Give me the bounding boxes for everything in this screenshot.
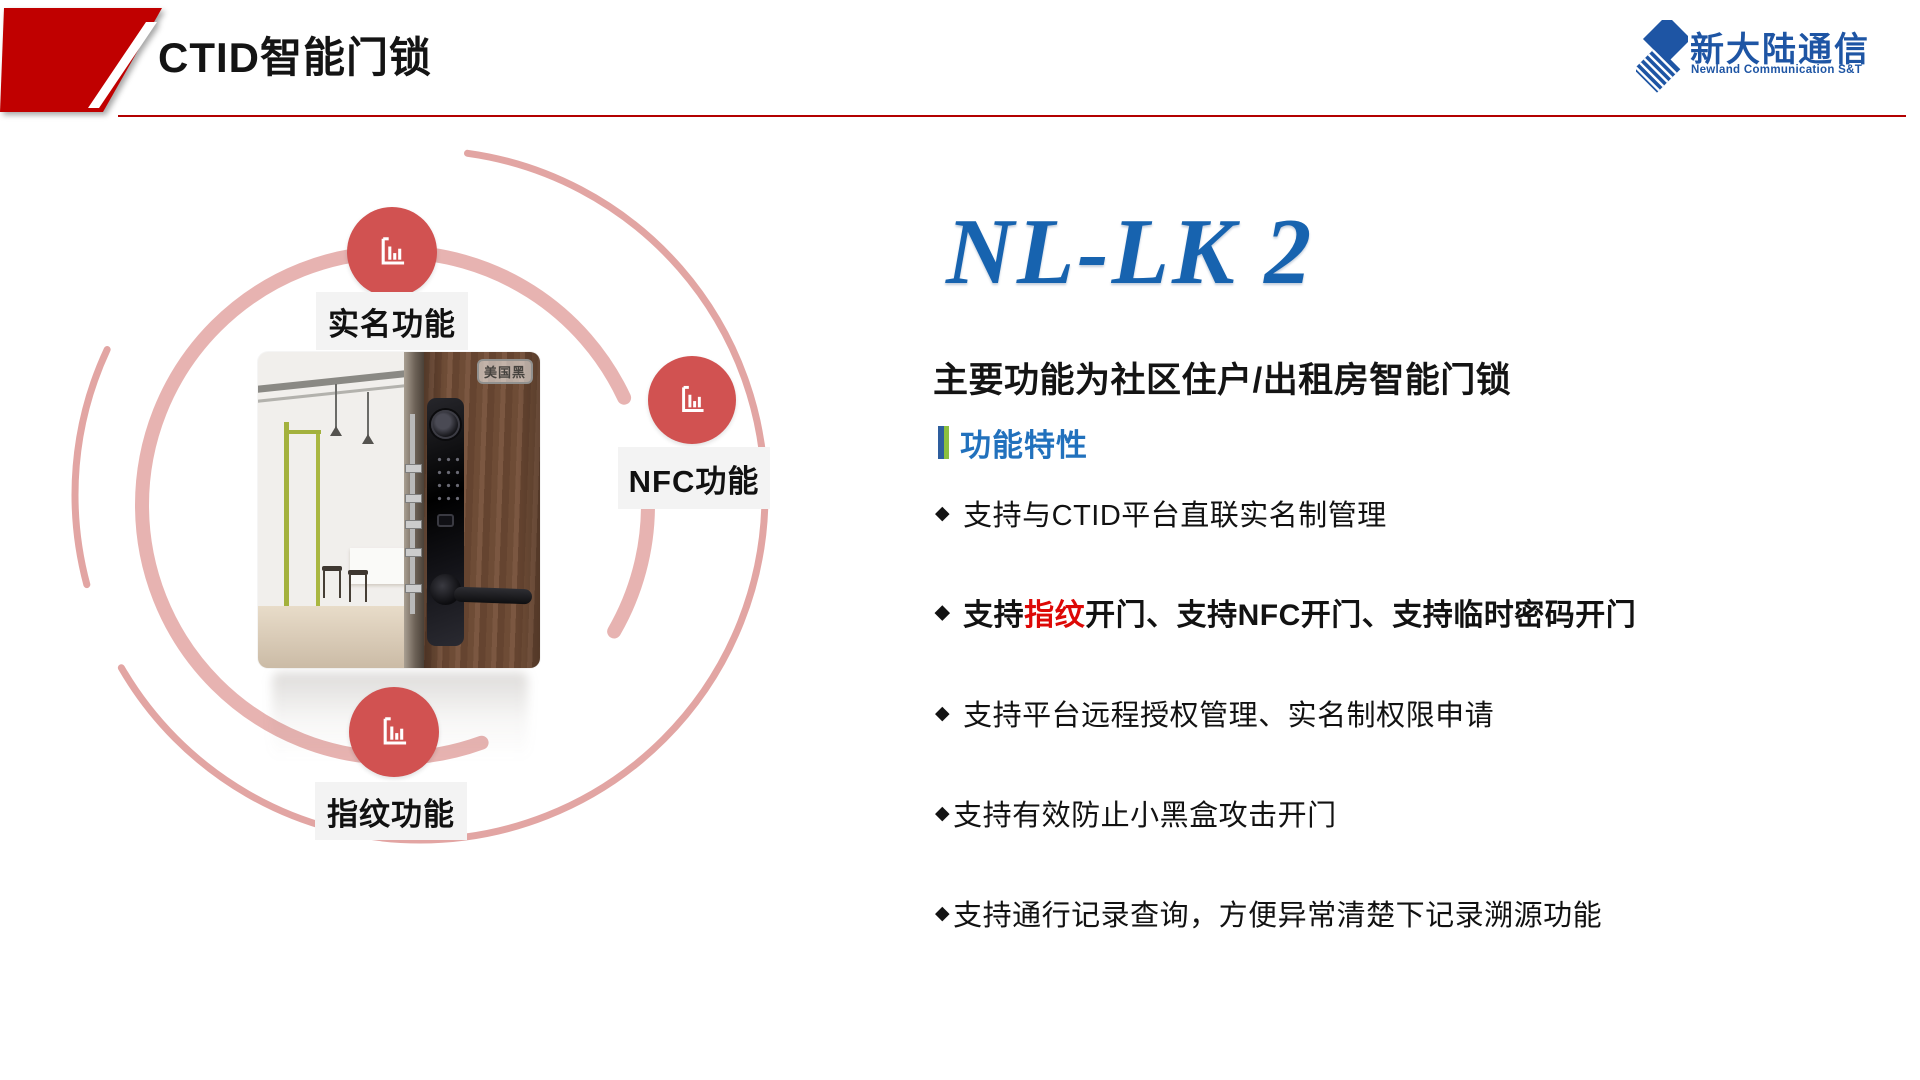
feature-bullet: ◆ 支持有效防止小黑盒攻击开门 xyxy=(935,792,1337,834)
lock-camera xyxy=(431,410,460,439)
diamond-bullet-icon: ◆ xyxy=(935,802,951,824)
feature-circle-nfc xyxy=(648,356,736,444)
diamond-bullet-icon: ◆ xyxy=(935,702,951,724)
header-accent-shape xyxy=(0,8,162,112)
highlight-text: 指纹 xyxy=(1024,599,1086,632)
glass-frame xyxy=(316,432,320,612)
bar-chart-icon xyxy=(682,385,704,412)
product-photo: 美国黑 xyxy=(258,352,540,668)
feature-bullet: ◆ 支持通行记录查询，方便异常清楚下记录溯源功能 xyxy=(935,892,1602,934)
bar-chart-icon xyxy=(383,717,407,745)
feature-bullet: ◆ 支持指纹开门、支持NFC开门、支持临时密码开门 xyxy=(935,590,1636,634)
feature-circle-fingerprint xyxy=(349,687,439,777)
lock-bolt xyxy=(405,464,422,473)
lock-bolt xyxy=(405,520,422,529)
page-title: CTID智能门锁 xyxy=(158,34,432,81)
bullet-text: 支持通行记录查询，方便异常清楚下记录溯源功能 xyxy=(953,900,1603,932)
feature-label-nfc: NFC功能 xyxy=(618,447,770,509)
diamond-bullet-icon: ◆ xyxy=(935,502,951,524)
glass-frame xyxy=(284,422,289,617)
header-divider xyxy=(118,115,1906,117)
diamond-bullet-icon: ◆ xyxy=(935,902,951,924)
feature-bullet: ◆ 支持平台远程授权管理、实名制权限申请 xyxy=(935,692,1494,734)
logo-diamond-icon xyxy=(1636,20,1688,93)
section-bar-icon xyxy=(938,426,949,459)
diamond-bullet-icon: ◆ xyxy=(935,601,951,623)
feature-label-fingerprint: 指纹功能 xyxy=(315,782,467,840)
bullet-text: 支持平台远程授权管理、实名制权限申请 xyxy=(963,700,1495,732)
bar-stool xyxy=(348,570,368,604)
feature-label-realname: 实名功能 xyxy=(316,292,468,350)
section-header: 功能特性 xyxy=(938,420,1088,465)
lock-bolt xyxy=(405,494,422,503)
bullet-text: 支持指纹开门、支持NFC开门、支持临时密码开门 xyxy=(963,599,1637,632)
fingerprint-reader xyxy=(437,514,454,527)
section-title: 功能特性 xyxy=(960,428,1088,463)
lock-bolt xyxy=(405,584,422,593)
bullet-text: 支持有效防止小黑盒攻击开门 xyxy=(953,800,1337,832)
interior-scene xyxy=(258,352,434,668)
feature-bullet: ◆ 支持与CTID平台直联实名制管理 xyxy=(935,492,1387,534)
feature-circle-realname xyxy=(347,207,437,297)
bar-stool xyxy=(322,566,342,600)
door-handle xyxy=(453,586,533,605)
smart-lock xyxy=(427,398,464,646)
glass-frame xyxy=(284,430,321,434)
bar-chart-icon xyxy=(381,237,405,265)
bullet-text: 支持与CTID平台直联实名制管理 xyxy=(963,500,1387,532)
product-summary: 主要功能为社区住户/出租房智能门锁 xyxy=(933,361,1512,400)
product-model-name: NL-LK 2 xyxy=(946,200,1315,304)
lock-bolt xyxy=(405,548,422,557)
floor xyxy=(258,606,404,668)
logo-name-cn: 新大陆通信 xyxy=(1690,31,1870,69)
company-logo: 新大陆通信 Newland Communication S&T xyxy=(1636,16,1916,102)
photo-badge: 美国黑 xyxy=(476,359,533,384)
logo-name-en: Newland Communication S&T xyxy=(1691,64,1863,76)
lock-keypad xyxy=(433,450,459,502)
